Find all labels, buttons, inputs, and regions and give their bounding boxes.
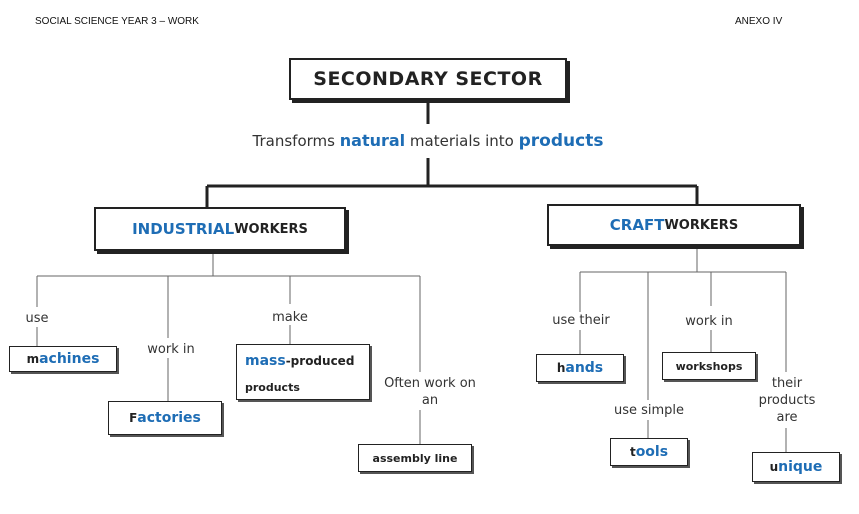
industrial-heading-blue: INDUSTRIAL	[132, 220, 235, 238]
definition-text: Transforms natural materials into produc…	[178, 132, 678, 150]
header-left: SOCIAL SCIENCE YEAR 3 – WORK	[35, 16, 199, 27]
craft-heading-black: WORKERS	[664, 217, 739, 233]
leaf-machines-main: achines	[39, 351, 100, 367]
craft-label-workin: work in	[685, 314, 733, 329]
leaf-unique-prefix: u	[769, 460, 779, 474]
craft-heading-blue: CRAFT	[609, 216, 665, 234]
leaf-tools-main: ools	[635, 444, 669, 460]
definition-part1: Transforms	[252, 132, 340, 150]
industrial-label-workin: work in	[147, 342, 195, 357]
leaf-assembly-line: assembly line	[358, 444, 472, 472]
industrial-heading-black: WORKERS	[234, 221, 308, 237]
leaf-workshops: workshops	[662, 352, 756, 380]
leaf-factories-main: actories	[137, 410, 201, 426]
industrial-label-use: use	[25, 311, 49, 326]
leaf-mass-rest: -produced	[285, 354, 355, 368]
header-right: ANEXO IV	[735, 16, 783, 27]
leaf-mass-produced: mass-produced products	[236, 344, 370, 400]
leaf-hands-main: ands	[565, 360, 604, 376]
craft-label-their: their products are	[758, 376, 816, 425]
leaf-tools-prefix: t	[629, 445, 636, 459]
title-box: SECONDARY SECTOR	[289, 58, 567, 100]
definition-part3: materials into	[405, 132, 519, 150]
definition-products: products	[518, 131, 604, 151]
leaf-mass-main: mass	[245, 353, 286, 369]
industrial-label-make: make	[272, 310, 308, 325]
industrial-label-often: Often work on an	[384, 376, 476, 408]
craft-label-usetheir: use their	[552, 313, 610, 328]
leaf-mass-line1: mass-produced	[245, 353, 354, 369]
leaf-machines-prefix: m	[26, 352, 40, 366]
craft-workers-box: CRAFT WORKERS	[547, 204, 801, 246]
leaf-mass-line2: products	[245, 381, 300, 394]
leaf-hands-prefix: h	[556, 361, 566, 375]
industrial-workers-box: INDUSTRIAL WORKERS	[94, 207, 346, 251]
leaf-factories-prefix: F	[129, 411, 138, 425]
craft-label-usesimple: use simple	[613, 403, 685, 418]
title-text: SECONDARY SECTOR	[313, 68, 543, 90]
leaf-unique-main: nique	[778, 459, 823, 475]
definition-natural: natural	[339, 131, 406, 150]
